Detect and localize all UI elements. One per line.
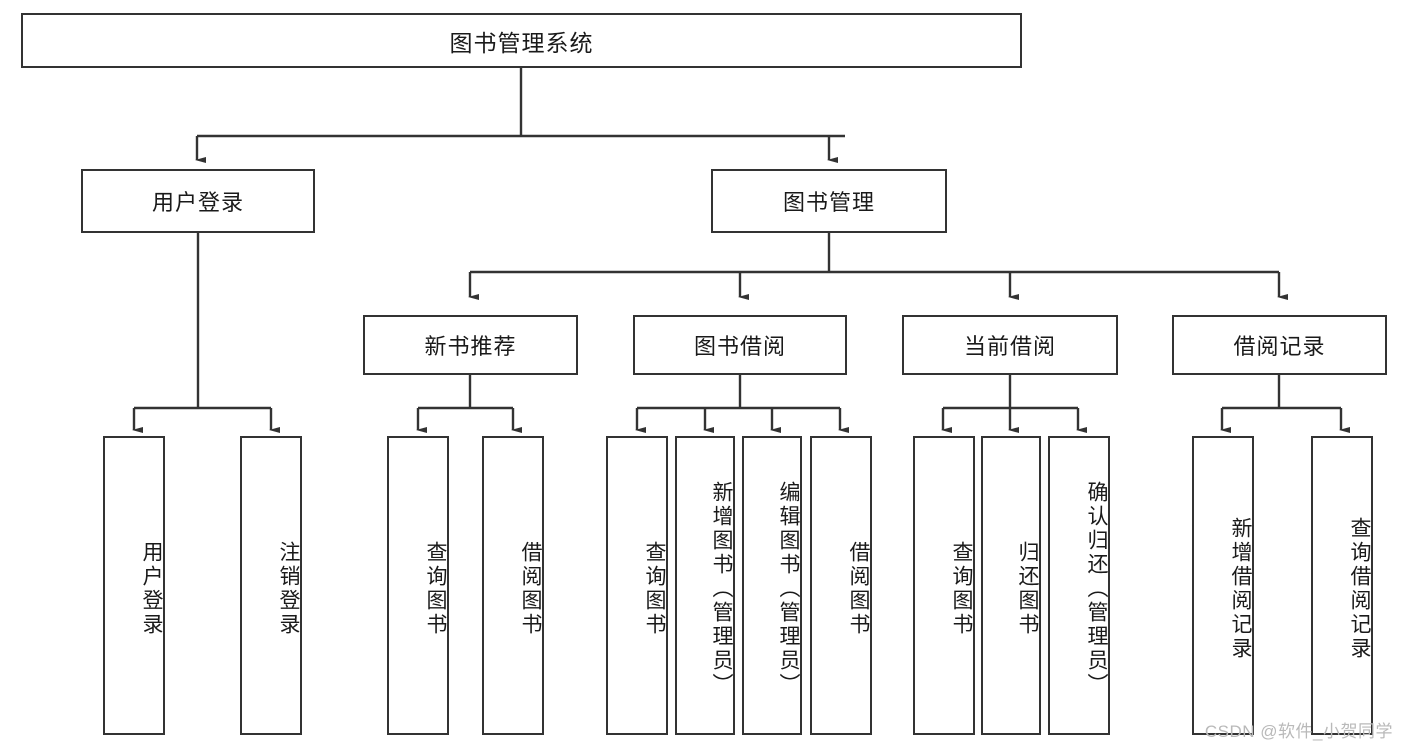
node-label: 当前借阅 bbox=[963, 334, 1056, 359]
leaf-add-borrow-record[interactable]: 新增借阅记录 bbox=[1192, 436, 1254, 735]
node-user-login[interactable]: 用户登录 bbox=[81, 169, 315, 233]
node-label: 新增借阅记录 bbox=[1229, 516, 1252, 661]
node-book-management[interactable]: 图书管理 bbox=[711, 169, 947, 233]
node-label: 查询图书 bbox=[424, 540, 447, 637]
node-root-book-management-system[interactable]: 图书管理系统 bbox=[21, 13, 1022, 68]
node-label: 借阅记录 bbox=[1233, 334, 1326, 359]
node-label: 查询借阅记录 bbox=[1348, 516, 1371, 661]
node-label: 注销登录 bbox=[277, 540, 300, 637]
leaf-edit-book-admin[interactable]: 编辑图书（管理员） bbox=[742, 436, 802, 735]
node-book-borrowing[interactable]: 图书借阅 bbox=[633, 315, 847, 375]
leaf-borrow-books-bb[interactable]: 借阅图书 bbox=[810, 436, 872, 735]
node-new-book-recommendation[interactable]: 新书推荐 bbox=[363, 315, 578, 375]
leaf-query-books-bb[interactable]: 查询图书 bbox=[606, 436, 668, 735]
leaf-logout[interactable]: 注销登录 bbox=[240, 436, 302, 735]
leaf-user-login[interactable]: 用户登录 bbox=[103, 436, 165, 735]
leaf-return-books[interactable]: 归还图书 bbox=[981, 436, 1041, 735]
node-label: 归还图书 bbox=[1016, 540, 1039, 637]
leaf-add-book-admin[interactable]: 新增图书（管理员） bbox=[675, 436, 735, 735]
node-label: 确认归还（管理员） bbox=[1085, 480, 1108, 697]
node-label: 图书管理 bbox=[782, 190, 875, 215]
leaf-query-books-nbr[interactable]: 查询图书 bbox=[387, 436, 449, 735]
node-label: 新增图书（管理员） bbox=[710, 480, 733, 697]
node-label: 编辑图书（管理员） bbox=[777, 480, 800, 697]
node-label: 查询图书 bbox=[643, 540, 666, 637]
node-current-borrowing[interactable]: 当前借阅 bbox=[902, 315, 1118, 375]
node-label: 查询图书 bbox=[950, 540, 973, 637]
leaf-query-borrow-record[interactable]: 查询借阅记录 bbox=[1311, 436, 1373, 735]
node-label: 借阅图书 bbox=[847, 540, 870, 637]
leaf-query-books-cb[interactable]: 查询图书 bbox=[913, 436, 975, 735]
watermark: CSDN @软件_小贺同学 bbox=[1204, 722, 1393, 741]
node-borrowing-records[interactable]: 借阅记录 bbox=[1172, 315, 1387, 375]
node-label: 图书管理系统 bbox=[449, 29, 594, 56]
node-label: 用户登录 bbox=[151, 190, 244, 215]
node-label: 新书推荐 bbox=[424, 334, 517, 359]
node-label: 借阅图书 bbox=[519, 540, 542, 637]
leaf-confirm-return-admin[interactable]: 确认归还（管理员） bbox=[1048, 436, 1110, 735]
leaf-borrow-books-nbr[interactable]: 借阅图书 bbox=[482, 436, 544, 735]
node-label: 图书借阅 bbox=[693, 334, 786, 359]
node-label: 用户登录 bbox=[140, 540, 163, 637]
